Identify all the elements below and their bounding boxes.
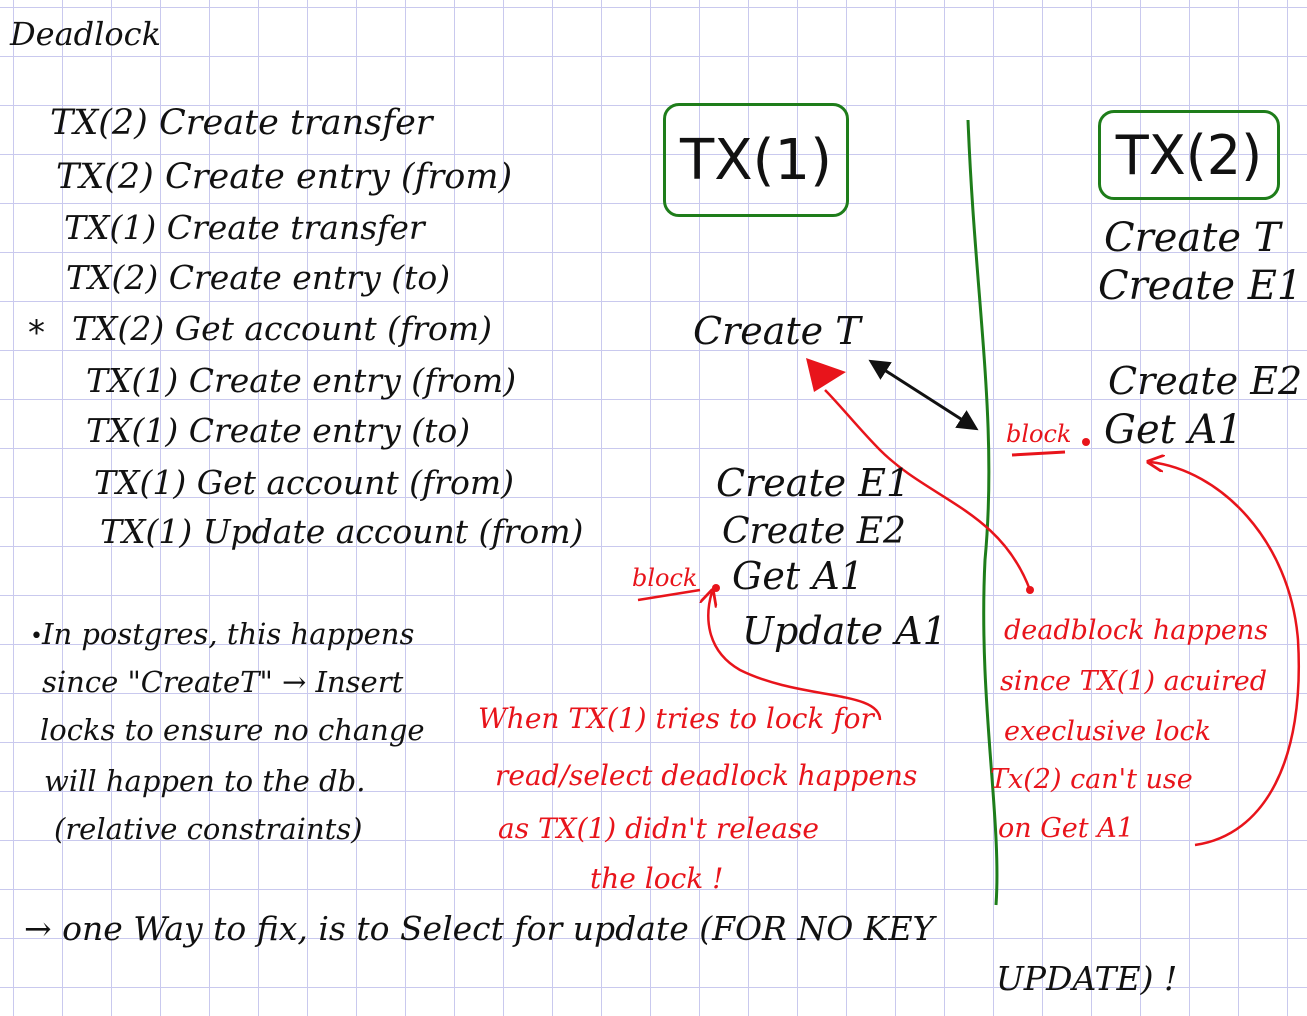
tx1-step: Create E2 — [722, 511, 906, 552]
tx2-step: Create T — [1104, 215, 1281, 261]
sequence-line: TX(1) Create transfer — [64, 208, 425, 247]
arrow-right-loop-to-get-a1 — [1150, 462, 1301, 847]
center-note-line: read/select deadlock happens — [495, 759, 918, 792]
postgres-note-line: In postgres, this happens — [42, 617, 415, 651]
divider-line — [966, 119, 999, 906]
tx2-header-box: TX(2) — [1098, 110, 1280, 200]
arrow-deadlock-to-create-t — [824, 389, 1032, 591]
right-note-line: deadblock happens — [1004, 615, 1269, 646]
fix-note-line: → one Way to fix, is to Select for updat… — [24, 909, 935, 948]
postgres-note-line: will happen to the db. — [44, 764, 366, 798]
postgres-note-line: (relative constraints) — [54, 812, 363, 846]
sequence-line: TX(2) Create entry (to) — [66, 258, 451, 297]
tx1-label: TX(1) — [680, 127, 832, 193]
double-arrow — [868, 359, 979, 431]
red-triangle-marker — [806, 358, 846, 392]
center-note-line: When TX(1) tries to lock for — [478, 702, 874, 735]
tx2-block-label: block — [1006, 420, 1072, 448]
star-marker: * — [28, 313, 45, 353]
postgres-note-line: locks to ensure no change — [40, 713, 425, 747]
postgres-note-line: since "CreateT" → Insert — [42, 665, 404, 699]
tx2-block-underline — [1011, 450, 1066, 457]
tx1-block-label: block — [632, 564, 698, 592]
right-note-line: on Get A1 — [998, 813, 1134, 844]
tx1-step: Create E1 — [716, 461, 911, 505]
sequence-line: TX(2) Get account (from) — [72, 309, 493, 348]
tx2-label: TX(2) — [1115, 123, 1263, 187]
tx2-step: Get A1 — [1104, 407, 1243, 453]
center-note-line: as TX(1) didn't release — [498, 812, 819, 845]
sequence-line: TX(2) Create transfer — [50, 103, 433, 143]
tx2-step: Create E2 — [1108, 359, 1303, 403]
tx1-block-underline — [637, 588, 701, 602]
tx1-step: Update A1 — [742, 609, 947, 653]
arrow-note-to-get-a1 — [708, 592, 882, 721]
sequence-line: TX(2) Create entry (from) — [56, 157, 513, 197]
right-note-line: since TX(1) acuired — [1000, 666, 1268, 697]
center-note-line: the lock ! — [590, 862, 724, 895]
fix-note-line: UPDATE) ! — [996, 959, 1178, 998]
tx1-header-box: TX(1) — [663, 103, 849, 217]
sequence-line: TX(1) Update account (from) — [100, 512, 584, 551]
right-note-line: execlusive lock — [1004, 716, 1212, 747]
note-bullet: • — [30, 624, 43, 649]
page-title: Deadlock — [10, 15, 161, 53]
tx1-create-t: Create T — [693, 309, 861, 353]
tx1-block-dot — [712, 584, 720, 592]
right-note-line: Tx(2) can't use — [990, 764, 1193, 795]
tx2-step: Create E1 — [1098, 263, 1303, 309]
tx2-block-dot — [1082, 438, 1090, 446]
sequence-line: TX(1) Create entry (to) — [86, 411, 471, 450]
sequence-line: TX(1) Create entry (from) — [86, 361, 517, 400]
red-dot-right-note — [1026, 586, 1034, 594]
tx1-step: Get A1 — [732, 554, 864, 598]
sequence-line: TX(1) Get account (from) — [94, 463, 515, 502]
